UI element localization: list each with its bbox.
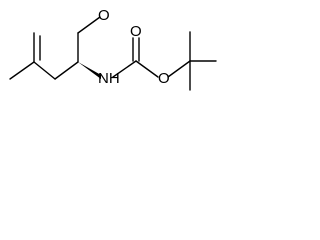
bond-ester-oxygen-to-tbutyl: [167, 60, 191, 78]
bond-ch2-to-alpha-carbon: [54, 61, 79, 80]
amine-nitrogen-label: NH: [98, 70, 120, 87]
boc-amino-aldehyde-structure: O NH O O: [9, 7, 217, 91]
ester-oxygen-label: O: [158, 70, 170, 87]
aldehyde-oxygen-label: O: [98, 7, 110, 24]
bond-carbamate-to-ester-oxygen: [135, 60, 159, 78]
structure-canvas: O NH O O: [0, 0, 284, 106]
wedge-stereobond: [78, 62, 101, 79]
bond-nh-to-carbamate-carbon: [112, 60, 137, 78]
carbonyl-oxygen-label: O: [130, 23, 142, 40]
bond-terminal-methyl: [9, 61, 35, 80]
bond-aldehyde-to-oxygen: [77, 16, 101, 34]
bond-alkene-carbon-to-ch2: [33, 61, 56, 80]
